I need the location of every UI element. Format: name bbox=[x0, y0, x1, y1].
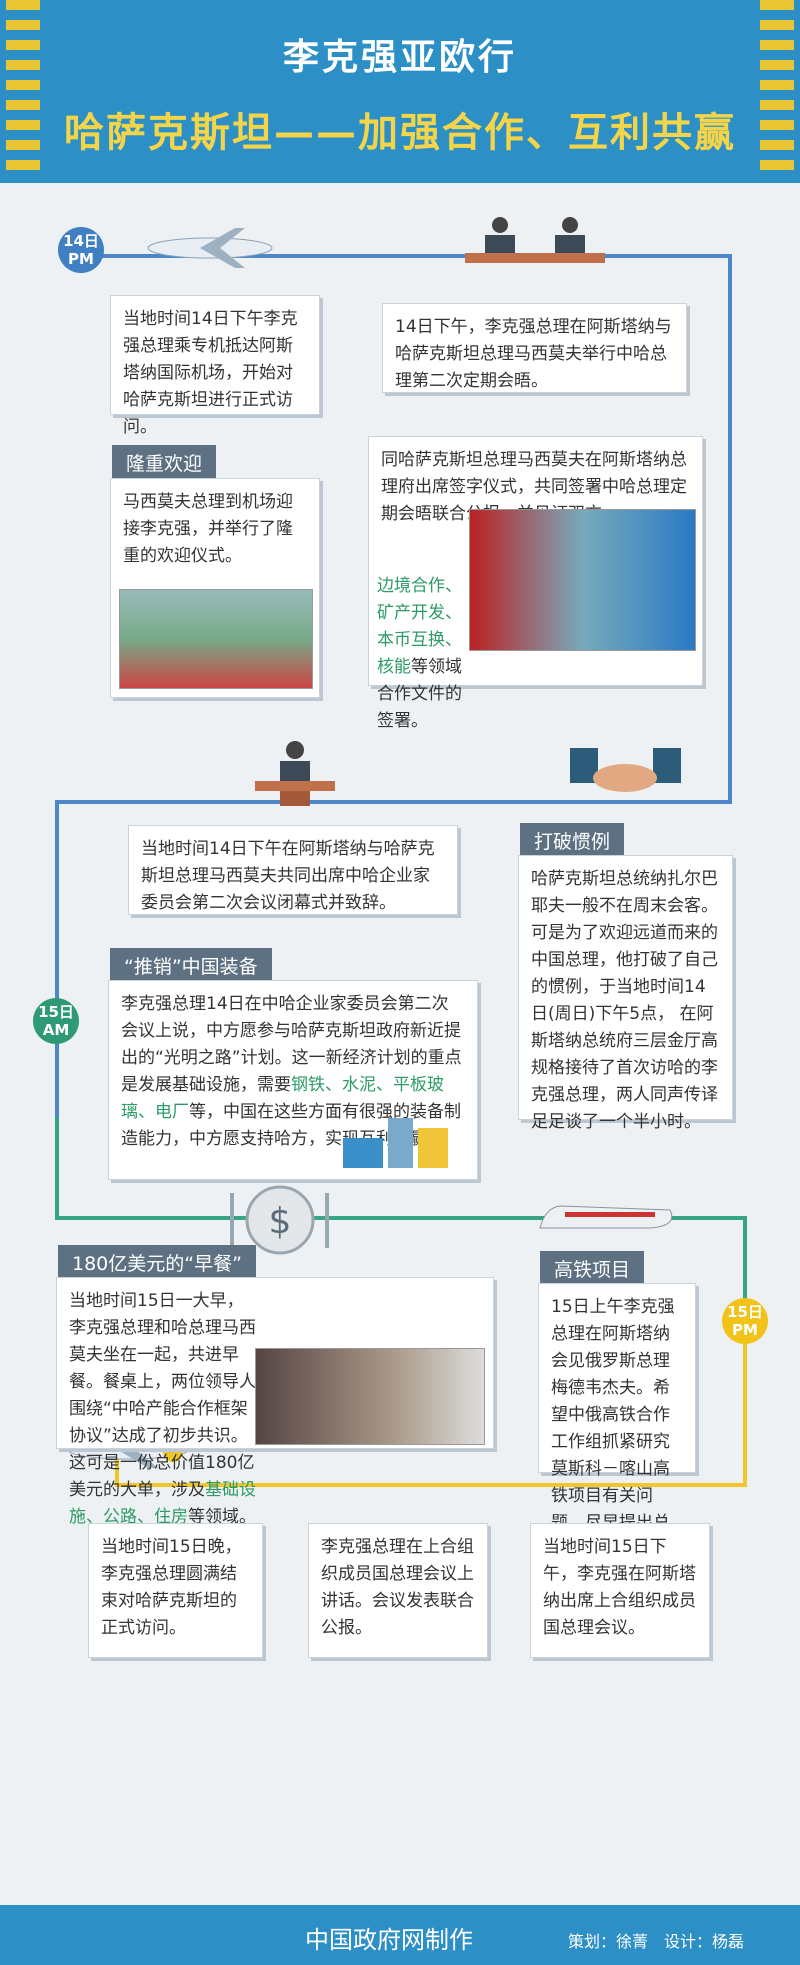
speech-text: 当地时间14日下午在阿斯塔纳与哈萨克斯坦总理马西莫夫共同出席中哈企业家委员会第二… bbox=[141, 839, 435, 913]
footer: 中国政府网制作 策划：徐菁 设计：杨磊 bbox=[0, 1905, 800, 1965]
svg-text:$: $ bbox=[269, 1201, 292, 1242]
ornament-right bbox=[760, 0, 794, 180]
speech-card: 当地时间14日下午在阿斯塔纳与哈萨克斯坦总理马西莫夫共同出席中哈企业家委员会第二… bbox=[128, 825, 458, 915]
break-card: 哈萨克斯坦总统纳扎尔巴耶夫一般不在周末会客。可是为了欢迎远道而来的中国总理，他打… bbox=[518, 855, 733, 1132]
airplane-icon bbox=[147, 228, 273, 268]
train-icon bbox=[539, 1205, 673, 1229]
sco-speech-text: 李克强总理在上合组织成员国总理会议上讲话。会议发表联合公报。 bbox=[321, 1537, 474, 1638]
bf-road: 公路、 bbox=[103, 1507, 154, 1527]
equip-card: 李克强总理14日在中哈企业家委员会第二次会议上说，中方愿参与哈萨克斯坦政府新近提… bbox=[108, 980, 478, 1180]
meeting-card: 14日下午，李克强总理在阿斯塔纳与哈萨克斯坦总理马西莫夫举行中哈总理第二次定期会… bbox=[382, 303, 687, 393]
time-ampm: PM bbox=[68, 250, 94, 268]
field-mining: 矿产开发、 bbox=[377, 603, 462, 623]
sco-card: 当地时间15日下午，李克强在阿斯塔纳出席上合组织成员国总理会议。 bbox=[530, 1523, 710, 1658]
signing-fields: 边境合作、矿产开发、本币互换、核能等领域合作文件的签署。 bbox=[377, 573, 467, 735]
time-day: 14日 bbox=[63, 232, 99, 250]
signing-photo bbox=[469, 509, 696, 651]
bf-infra: 基础设施、 bbox=[69, 1480, 256, 1527]
arrival-text: 当地时间14日下午李克强总理乘专机抵达阿斯塔纳国际机场，开始对哈萨克斯坦进行正式… bbox=[123, 309, 298, 437]
breakfast-card: 当地时间15日一大早，李克强总理和哈总理马西莫夫坐在一起，共进早餐。餐桌上，两位… bbox=[56, 1277, 494, 1527]
break-tag: 打破惯例 bbox=[520, 823, 625, 858]
welcome-card: 马西莫夫总理到机场迎接李克强，并举行了隆重的欢迎仪式。 bbox=[110, 478, 320, 698]
time-day: 15日 bbox=[727, 1303, 763, 1321]
time-day: 15日 bbox=[38, 1003, 74, 1021]
ornament-left bbox=[6, 0, 40, 180]
meeting-text: 14日下午，李克强总理在阿斯塔纳与哈萨克斯坦总理马西莫夫举行中哈总理第二次定期会… bbox=[395, 317, 672, 391]
rail-card: 15日上午李克强总理在阿斯塔纳会见俄罗斯总理梅德韦杰夫。希望中俄高铁合作工作组抓… bbox=[538, 1283, 696, 1560]
sco-text: 当地时间15日下午，李克强在阿斯塔纳出席上合组织成员国总理会议。 bbox=[543, 1537, 696, 1638]
timeline-line bbox=[55, 800, 730, 804]
breakfast-photo bbox=[255, 1348, 485, 1445]
break-text: 哈萨克斯坦总统纳扎尔巴耶夫一般不在周末会客。可是为了欢迎远道而来的中国总理，他打… bbox=[531, 869, 718, 1132]
breakfast-text-wrap: 当地时间15日一大早，李克强总理和哈总理马西莫夫坐在一起，共进早餐。餐桌上，两位… bbox=[69, 1288, 259, 1531]
breakfast-tag: 180亿美元的“早餐” bbox=[58, 1245, 256, 1280]
handshake-icon bbox=[570, 748, 681, 792]
end-card: 当地时间15日晚，李克强总理圆满结束对哈萨克斯坦的正式访问。 bbox=[88, 1523, 263, 1658]
rail-tag: 高铁项目 bbox=[540, 1251, 645, 1286]
footer-maker: 中国政府网制作 bbox=[305, 1926, 473, 1954]
arrival-card: 当地时间14日下午李克强总理乘专机抵达阿斯塔纳国际机场，开始对哈萨克斯坦进行正式… bbox=[110, 295, 320, 437]
timeline-line bbox=[743, 1313, 747, 1485]
timeline-line bbox=[55, 800, 59, 1120]
field-border: 边境合作、 bbox=[377, 576, 462, 596]
dollar-plate-icon: $ bbox=[230, 1185, 329, 1255]
equip-glass: 平板玻璃、 bbox=[121, 1075, 444, 1122]
sco-speech-card: 李克强总理在上合组织成员国总理会议上讲话。会议发表联合公报。 bbox=[308, 1523, 488, 1658]
timeline-line bbox=[743, 1216, 747, 1316]
bf-housing: 住房 bbox=[154, 1507, 188, 1527]
time-ampm: PM bbox=[732, 1321, 758, 1339]
timeline-line bbox=[115, 1453, 119, 1487]
signing-card: 同哈萨克斯坦总理马西莫夫在阿斯塔纳总理府出席签字仪式，共同签署中哈总理定期会晤联… bbox=[368, 436, 703, 731]
field-currency: 本币互换、 bbox=[377, 630, 462, 650]
meeting-icon bbox=[465, 217, 605, 263]
equip-power: 电厂 bbox=[155, 1102, 189, 1122]
welcome-text: 马西莫夫总理到机场迎接李克强，并举行了隆重的欢迎仪式。 bbox=[123, 492, 293, 566]
field-nuclear: 核能 bbox=[377, 657, 411, 677]
signing-tail: 等领域合作文件的签署。 bbox=[377, 657, 462, 731]
page-subtitle: 哈萨克斯坦——加强合作、互利共赢 bbox=[64, 110, 736, 156]
timeline-line bbox=[55, 1118, 59, 1218]
time-ampm: AM bbox=[42, 1021, 70, 1039]
bf-tail: 等领域。 bbox=[188, 1507, 256, 1527]
speaker-icon bbox=[255, 741, 335, 806]
equip-tag: “推销”中国装备 bbox=[110, 948, 272, 983]
end-text: 当地时间15日晚，李克强总理圆满结束对哈萨克斯坦的正式访问。 bbox=[101, 1537, 242, 1638]
timeline-line bbox=[728, 254, 732, 804]
timeline-line bbox=[80, 254, 730, 258]
factory-icon bbox=[343, 1118, 448, 1168]
timeline-line bbox=[115, 1483, 747, 1487]
timeline-line bbox=[55, 1216, 745, 1220]
equip-cement: 水泥、 bbox=[342, 1075, 393, 1095]
breakfast-text: 当地时间15日一大早，李克强总理和哈总理马西莫夫坐在一起，共进早餐。餐桌上，两位… bbox=[69, 1291, 256, 1500]
equip-text: 李克强总理14日在中哈企业家委员会第二次会议上说，中方愿参与哈萨克斯坦政府新近提… bbox=[121, 994, 462, 1095]
footer-credit: 策划：徐菁 设计：杨磊 bbox=[568, 1932, 745, 1951]
welcome-tag: 隆重欢迎 bbox=[112, 445, 217, 480]
equip-steel: 钢铁、 bbox=[291, 1075, 342, 1095]
rail-text: 15日上午李克强总理在阿斯塔纳会见俄罗斯总理梅德韦杰夫。希望中俄高铁合作工作组抓… bbox=[551, 1297, 675, 1560]
page-title: 李克强亚欧行 bbox=[282, 37, 517, 78]
welcome-photo bbox=[119, 589, 313, 689]
